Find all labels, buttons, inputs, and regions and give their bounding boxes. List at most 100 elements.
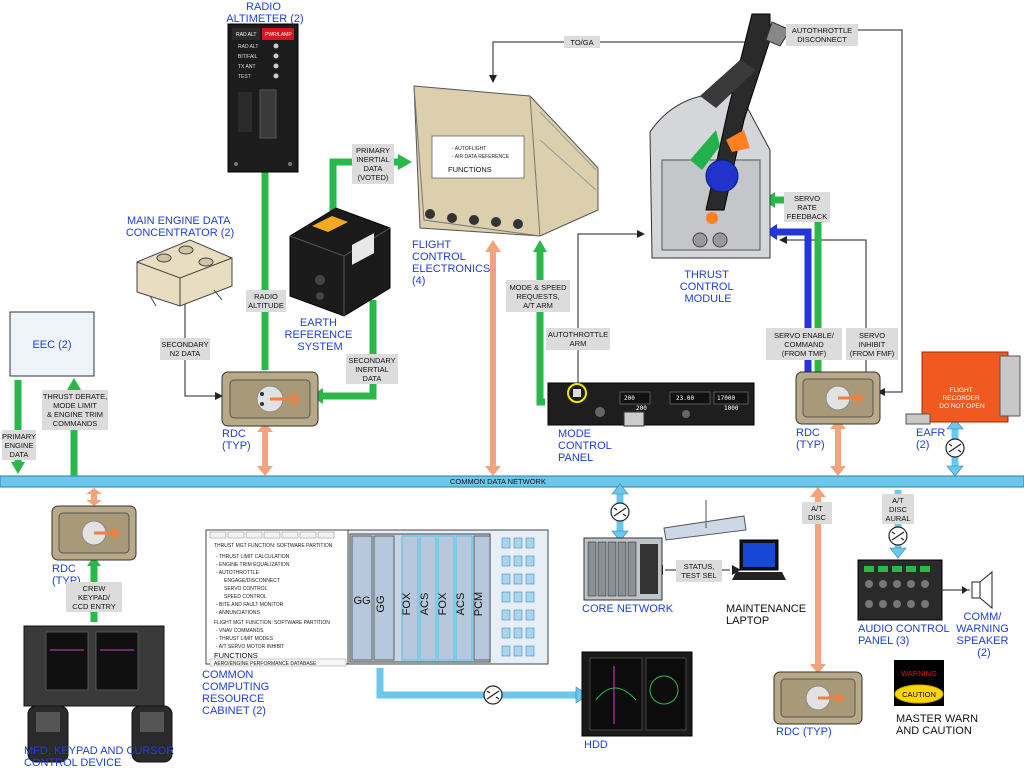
- cabinet-module-label: GG: [353, 595, 370, 607]
- radio-altimeter-face-label: RAD ALT: [238, 44, 258, 50]
- cabinet-module-label: FOX: [437, 592, 449, 615]
- master-warn-caution-label: MASTER WARN AND CAUTION: [896, 713, 981, 737]
- green-arrowheads: [11, 154, 775, 566]
- network-connector-icon: [945, 438, 965, 458]
- eafr-label: EAFR (2): [916, 427, 948, 451]
- warning-light-text: WARNING: [901, 669, 937, 678]
- thrust-partition-items: - THRUST LIMIT CALCULATION - ENGINE TRIM…: [216, 554, 291, 616]
- mfd-console: [23, 625, 173, 763]
- fce-functions-list: - AUTOFLIGHT - AIR DATA REFERENCE: [452, 146, 510, 160]
- radio-altimeter: RAD ALT PWR/LAMP RAD ALT BIT/FAIL TX ANT…: [227, 23, 299, 173]
- svg-text:THRUST DERATE,MODE LIMIT& ENGI: THRUST DERATE,MODE LIMIT& ENGINE TRIMCOM…: [43, 392, 107, 428]
- eec-box: EEC (2): [9, 311, 95, 377]
- common-data-network-label: COMMON DATA NETWORK: [450, 477, 546, 486]
- thrust-control-module: [649, 13, 791, 259]
- master-warn-caution-lights: WARNING CAUTION: [894, 660, 944, 706]
- secondary-n2-line: [184, 302, 223, 400]
- eec-label: EEC (2): [32, 339, 71, 351]
- mcp-readout: 23.00: [676, 395, 694, 402]
- cabinet-module-label: GG: [375, 595, 387, 612]
- earth-reference-system: [289, 207, 391, 317]
- mode-speed-link: [536, 248, 545, 406]
- radio-altimeter-face-label: TEST: [238, 74, 251, 80]
- mfd-label: MFD, KEYPAD AND CURSOR CONTROL DEVICE: [24, 745, 177, 769]
- to-ga-line: [489, 41, 745, 83]
- caution-light-text: CAUTION: [902, 690, 936, 699]
- flight-partition-title: FLIGHT MGT FUNCTION: SOFTWARE PARTITION: [214, 620, 330, 626]
- salmon-arrowheads: [86, 240, 846, 674]
- servo-inhibit-line: [779, 236, 867, 382]
- mcp-speed-readout: 200: [624, 395, 635, 402]
- mcp-vs-readout: 1000: [724, 405, 739, 412]
- svg-text:TO/GA: TO/GA: [570, 38, 593, 47]
- flight-control-electronics-label: FLIGHT CONTROL ELECTRONICS (4): [412, 239, 493, 287]
- servo-enable-tag: SERVO ENABLE/COMMAND(FROM TMF): [766, 328, 842, 360]
- maintenance-laptop-label: MAINTENANCE LAPTOP: [726, 603, 809, 627]
- autothrottle-arm-line: [577, 230, 645, 384]
- cabinet-module-label: ACS: [419, 593, 431, 616]
- audio-control-panel-label: AUDIO CONTROL PANEL (3): [858, 623, 952, 647]
- cabinet-module-label: PCM: [473, 592, 485, 616]
- audio-control-panel: [857, 559, 943, 621]
- svg-text:STATUS,TEST SEL: STATUS,TEST SEL: [681, 562, 716, 580]
- rdc-label: RDC (TYP): [776, 726, 832, 738]
- fce-functions-card: [431, 135, 525, 179]
- rdc-label: RDC (TYP): [222, 428, 251, 452]
- radio-altimeter-label: RADIO ALTIMETER (2): [226, 1, 303, 25]
- mcp-altitude-readout: 17000: [717, 395, 735, 402]
- hdd-label: HDD: [584, 739, 608, 751]
- common-computing-resource-cabinet: THRUST MGT FUNCTION: SOFTWARE PARTITION …: [205, 529, 549, 667]
- network-connector-icon: [888, 526, 908, 546]
- mcp-speed-readout: 200: [636, 405, 647, 412]
- thrust-partition-title: THRUST MGT FUNCTION: SOFTWARE PARTITION: [214, 543, 333, 549]
- cabinet-database-label: AERO/ENGINE PERFORMANCE DATABASE: [214, 661, 317, 667]
- common-computing-resource-cabinet-label: COMMON COMPUTING RESOURCE CABINET (2): [202, 669, 272, 717]
- hdd-display: [581, 651, 693, 737]
- thrust-control-module-label: THRUST CONTROL MODULE: [680, 269, 736, 305]
- core-network-label: CORE NETWORK: [582, 603, 674, 615]
- comm-warning-speaker-label: COMM/ WARNING SPEAKER (2): [956, 611, 1012, 659]
- network-connector-icon: [483, 685, 503, 705]
- radio-altimeter-face-label: BIT/FAIL: [238, 54, 258, 60]
- flight-recorder-text: FLIGHT RECORDER DO NOT OPEN: [939, 387, 985, 410]
- radio-altimeter-face-label: RAD ALT: [236, 32, 256, 38]
- cabinet-module-label: FOX: [401, 592, 413, 615]
- mode-control-panel: 200 200 23.00 17000 1000: [547, 382, 755, 427]
- svg-text:SERVO ENABLE/COMMAND(FROM TMF): SERVO ENABLE/COMMAND(FROM TMF): [774, 331, 835, 358]
- cabinet-functions-title: FUNCTIONS: [214, 651, 258, 660]
- flight-partition-items: - VNAV COMMANDS - THRUST LIMIT MODES - A…: [216, 628, 284, 650]
- mode-control-panel-label: MODE CONTROL PANEL: [558, 428, 614, 464]
- status-test-sel-tag: STATUS,TEST SEL: [676, 560, 722, 582]
- rdc-unit: [773, 671, 863, 725]
- core-network: [583, 500, 747, 601]
- rdc-unit: [51, 505, 137, 561]
- to-ga-tag: TO/GA: [564, 36, 600, 48]
- network-connector-icon: [610, 502, 630, 522]
- rdc-label: RDC (TYP): [796, 427, 825, 451]
